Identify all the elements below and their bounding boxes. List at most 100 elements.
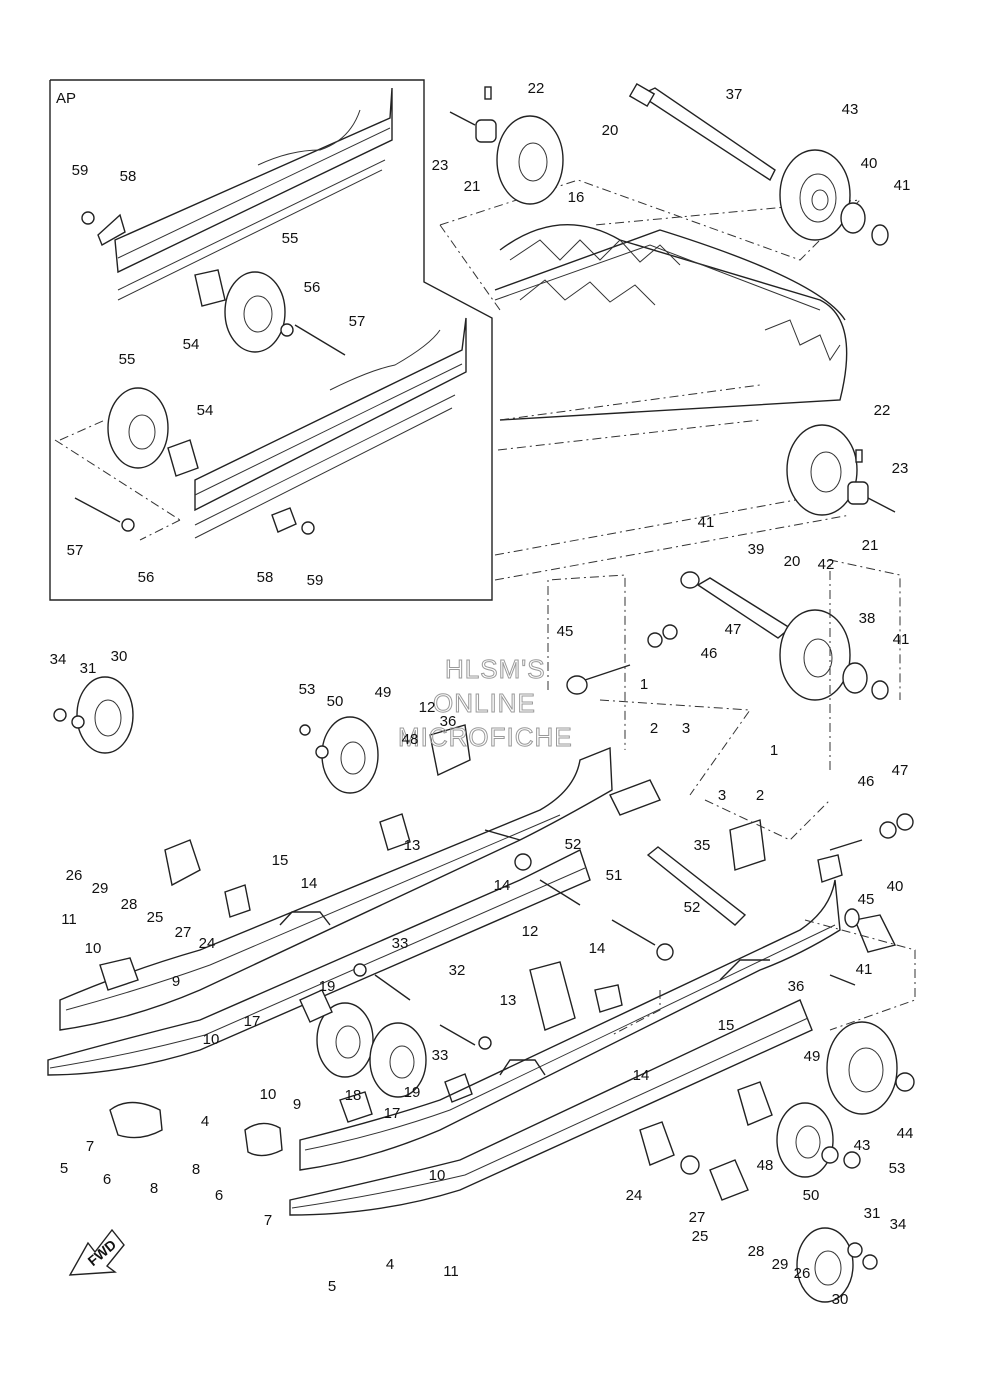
- left-slide-rail: [47, 676, 863, 1157]
- callout-56: 56: [138, 569, 155, 586]
- callout-53: 53: [299, 681, 316, 698]
- watermark-line-1: HLSM'S: [445, 654, 546, 684]
- callout-43: 43: [854, 1137, 871, 1154]
- callout-52: 52: [565, 836, 582, 853]
- callout-19: 19: [319, 978, 336, 995]
- callout-4: 4: [386, 1256, 394, 1273]
- callout-57: 57: [349, 313, 366, 330]
- callout-21: 21: [862, 537, 879, 554]
- callout-10: 10: [85, 940, 102, 957]
- callout-12: 12: [419, 699, 436, 716]
- callout-14: 14: [494, 877, 511, 894]
- callout-59: 59: [307, 572, 324, 589]
- callout-40: 40: [861, 155, 878, 172]
- callout-13: 13: [404, 837, 421, 854]
- callout-51: 51: [606, 867, 623, 884]
- callout-22: 22: [874, 402, 891, 419]
- callout-20: 20: [602, 122, 619, 139]
- fwd-arrow: FWD: [68, 1228, 125, 1276]
- callout-26: 26: [794, 1265, 811, 1282]
- callout-48: 48: [757, 1157, 774, 1174]
- callout-47: 47: [892, 762, 909, 779]
- callout-56: 56: [304, 279, 321, 296]
- callout-44: 44: [897, 1125, 914, 1142]
- callout-1: 1: [640, 676, 648, 693]
- callout-3: 3: [718, 787, 726, 804]
- callout-29: 29: [92, 880, 109, 897]
- callout-54: 54: [197, 402, 214, 419]
- callout-55: 55: [119, 351, 136, 368]
- callout-31: 31: [80, 660, 97, 677]
- callout-7: 7: [264, 1212, 272, 1229]
- callout-45: 45: [858, 891, 875, 908]
- callout-26: 26: [66, 867, 83, 884]
- callout-46: 46: [701, 645, 718, 662]
- callout-17: 17: [244, 1013, 261, 1030]
- callout-6: 6: [215, 1187, 223, 1204]
- inset-ap: AP: [49, 79, 493, 601]
- callout-50: 50: [803, 1187, 820, 1204]
- callout-8: 8: [192, 1161, 200, 1178]
- watermark-line-3: MICROFICHE: [398, 722, 573, 752]
- callout-33: 33: [392, 935, 409, 952]
- callout-17: 17: [384, 1105, 401, 1122]
- callout-13: 13: [500, 992, 517, 1009]
- fwd-label: FWD: [84, 1236, 119, 1269]
- callout-35: 35: [694, 837, 711, 854]
- callout-1: 1: [770, 742, 778, 759]
- callout-14: 14: [633, 1067, 650, 1084]
- callout-18: 18: [345, 1087, 362, 1104]
- callout-41: 41: [894, 177, 911, 194]
- callout-27: 27: [689, 1209, 706, 1226]
- callout-43: 43: [842, 101, 859, 118]
- callout-34: 34: [50, 651, 67, 668]
- callout-23: 23: [892, 460, 909, 477]
- callout-5: 5: [328, 1278, 336, 1295]
- callout-49: 49: [804, 1048, 821, 1065]
- callout-2: 2: [756, 787, 764, 804]
- callout-14: 14: [301, 875, 318, 892]
- callout-11: 11: [443, 1263, 459, 1280]
- callout-8: 8: [150, 1180, 158, 1197]
- callout-3: 3: [682, 720, 690, 737]
- callout-22: 22: [528, 80, 545, 97]
- callout-14: 14: [589, 940, 606, 957]
- callout-19: 19: [404, 1084, 421, 1101]
- callout-23: 23: [432, 157, 449, 174]
- callout-24: 24: [626, 1187, 643, 1204]
- callout-47: 47: [725, 621, 742, 638]
- right-slide-rail: [289, 699, 916, 1303]
- callout-40: 40: [887, 878, 904, 895]
- callout-59: 59: [72, 162, 89, 179]
- callout-34: 34: [890, 1216, 907, 1233]
- callout-53: 53: [889, 1160, 906, 1177]
- callout-37: 37: [726, 86, 743, 103]
- watermark: HLSM'S ONLINE MICROFICHE: [398, 654, 573, 753]
- callout-30: 30: [832, 1291, 849, 1308]
- callout-41: 41: [856, 961, 873, 978]
- track-assembly: [439, 82, 901, 770]
- callout-50: 50: [327, 693, 344, 710]
- callout-54: 54: [183, 336, 200, 353]
- callout-32: 32: [449, 962, 466, 979]
- callout-15: 15: [272, 852, 289, 869]
- callout-55: 55: [282, 230, 299, 247]
- callout-48: 48: [402, 731, 419, 748]
- callout-49: 49: [375, 684, 392, 701]
- callout-9: 9: [293, 1096, 301, 1113]
- callout-36: 36: [440, 713, 457, 730]
- callout-33: 33: [432, 1047, 449, 1064]
- callout-6: 6: [103, 1171, 111, 1188]
- callout-25: 25: [692, 1228, 709, 1245]
- callout-41: 41: [893, 631, 910, 648]
- callout-57: 57: [67, 542, 84, 559]
- callout-52: 52: [684, 899, 701, 916]
- callout-2: 2: [650, 720, 658, 737]
- callout-7: 7: [86, 1138, 94, 1155]
- callout-25: 25: [147, 909, 164, 926]
- callout-9: 9: [172, 973, 180, 990]
- callout-36: 36: [788, 978, 805, 995]
- callout-46: 46: [858, 773, 875, 790]
